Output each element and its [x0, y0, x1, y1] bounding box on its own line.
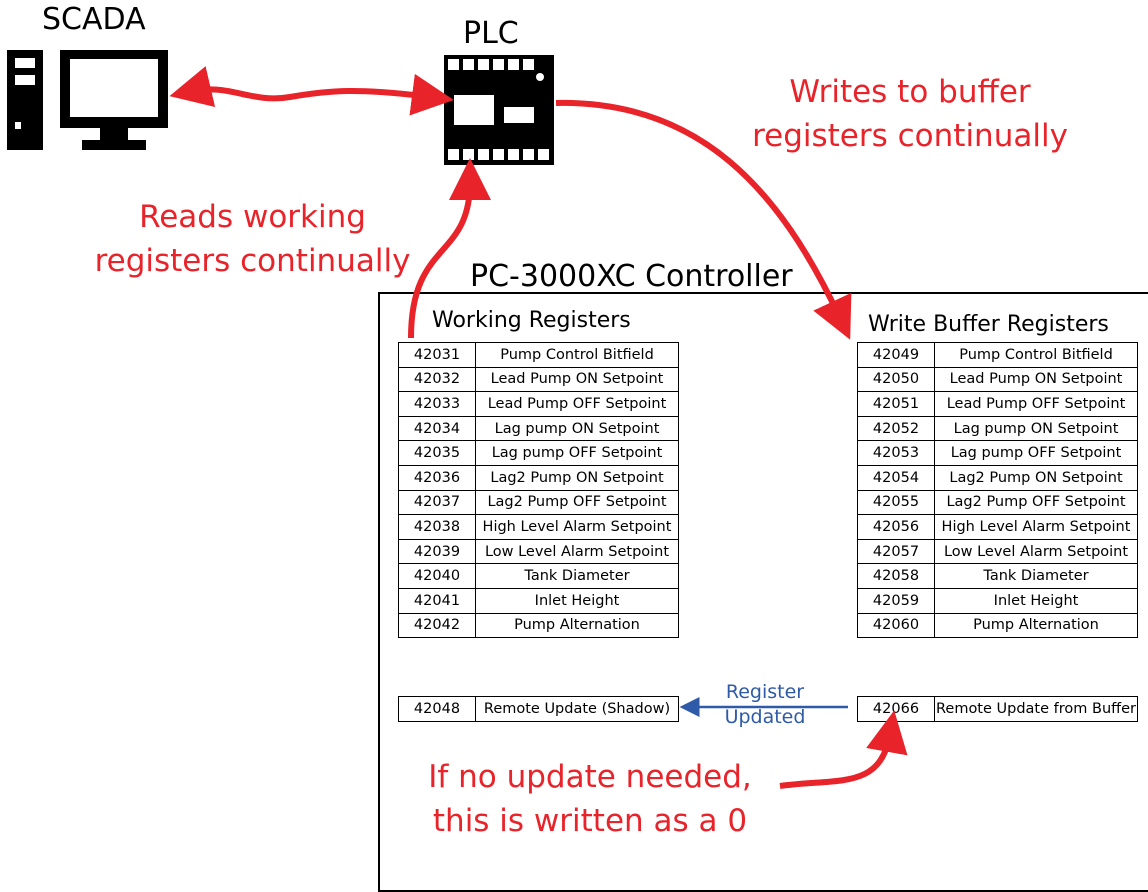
- shadow-register-table: 42048 Remote Update (Shadow): [398, 696, 679, 722]
- buffer-register-name: Lag pump ON Setpoint: [934, 415, 1138, 442]
- working-register-name: Inlet Height: [475, 587, 679, 614]
- writes-note-line2: registers continually: [752, 118, 1068, 154]
- buffer-registers-title: Write Buffer Registers: [868, 312, 1109, 337]
- working-register-name: Pump Control Bitfield: [475, 342, 679, 368]
- working-register-name: Lag2 Pump ON Setpoint: [475, 464, 679, 491]
- writes-note: Writes to buffer registers continually: [735, 70, 1085, 158]
- scada-label: SCADA: [42, 2, 146, 37]
- buffer-register-addr: 42058: [857, 563, 935, 589]
- plc-to-buffer-arrow: [555, 99, 852, 340]
- working-register-addr: 42039: [398, 538, 476, 565]
- reads-note-line1: Reads working: [139, 199, 366, 235]
- scada-plc-arrow: [169, 66, 454, 116]
- working-registers-title: Working Registers: [432, 308, 631, 333]
- working-register-name: Low Level Alarm Setpoint: [475, 538, 679, 565]
- register-updated-line1: Register: [725, 681, 805, 703]
- working-register-name: Lead Pump ON Setpoint: [475, 366, 679, 393]
- buffer-register-addr: 42060: [857, 612, 935, 639]
- reads-note-line2: registers continually: [94, 243, 411, 279]
- register-updated-label: Register Updated: [700, 680, 830, 730]
- zero-note-line1: If no update needed,: [428, 759, 752, 795]
- working-register-addr: 42040: [398, 563, 476, 589]
- working-register-name: Lag pump ON Setpoint: [475, 415, 679, 442]
- working-register-name: High Level Alarm Setpoint: [475, 514, 679, 540]
- controller-title: PC-3000XC Controller: [470, 259, 793, 294]
- buffer-update-register-table: 42066 Remote Update from Buffer: [857, 696, 1138, 722]
- working-register-addr: 42032: [398, 366, 476, 393]
- working-register-addr: 42036: [398, 464, 476, 491]
- working-register-addr: 42034: [398, 415, 476, 442]
- buffer-update-register-name: Remote Update from Buffer: [934, 696, 1138, 722]
- working-register-addr: 42033: [398, 391, 476, 417]
- buffer-register-name: Pump Alternation: [934, 612, 1138, 639]
- zero-note-line2: this is written as a 0: [432, 803, 748, 839]
- shadow-register-addr: 42048: [398, 696, 476, 722]
- buffer-register-addr: 42056: [857, 514, 935, 540]
- zero-note-arrow: [779, 710, 908, 789]
- buffer-register-addr: 42049: [857, 342, 935, 368]
- computer-icon: [7, 50, 168, 150]
- buffer-register-name: High Level Alarm Setpoint: [934, 514, 1138, 540]
- plc-module-icon: [444, 55, 554, 165]
- buffer-register-name: Inlet Height: [934, 587, 1138, 614]
- register-updated-line2: Updated: [724, 706, 806, 728]
- buffer-register-addr: 42052: [857, 415, 935, 442]
- shadow-register-name: Remote Update (Shadow): [475, 696, 679, 722]
- reads-note: Reads working registers continually: [80, 195, 425, 283]
- buffer-register-name: Pump Control Bitfield: [934, 342, 1138, 368]
- working-register-addr: 42031: [398, 342, 476, 368]
- working-to-plc-arrow: [408, 158, 491, 339]
- writes-note-line1: Writes to buffer: [789, 74, 1031, 110]
- buffer-register-addr: 42054: [857, 464, 935, 491]
- arrows-layer: [169, 66, 908, 789]
- buffer-register-addr: 42059: [857, 587, 935, 614]
- shadow-register-row: 42048 Remote Update (Shadow): [398, 696, 679, 722]
- buffer-register-name: Lag2 Pump ON Setpoint: [934, 464, 1138, 491]
- buffer-register-name: Lead Pump OFF Setpoint: [934, 391, 1138, 417]
- buffer-register-name: Low Level Alarm Setpoint: [934, 538, 1138, 565]
- plc-label: PLC: [463, 16, 519, 51]
- zero-note: If no update needed, this is written as …: [395, 755, 785, 843]
- working-register-name: Pump Alternation: [475, 612, 679, 639]
- working-register-addr: 42041: [398, 587, 476, 614]
- working-register-name: Lead Pump OFF Setpoint: [475, 391, 679, 417]
